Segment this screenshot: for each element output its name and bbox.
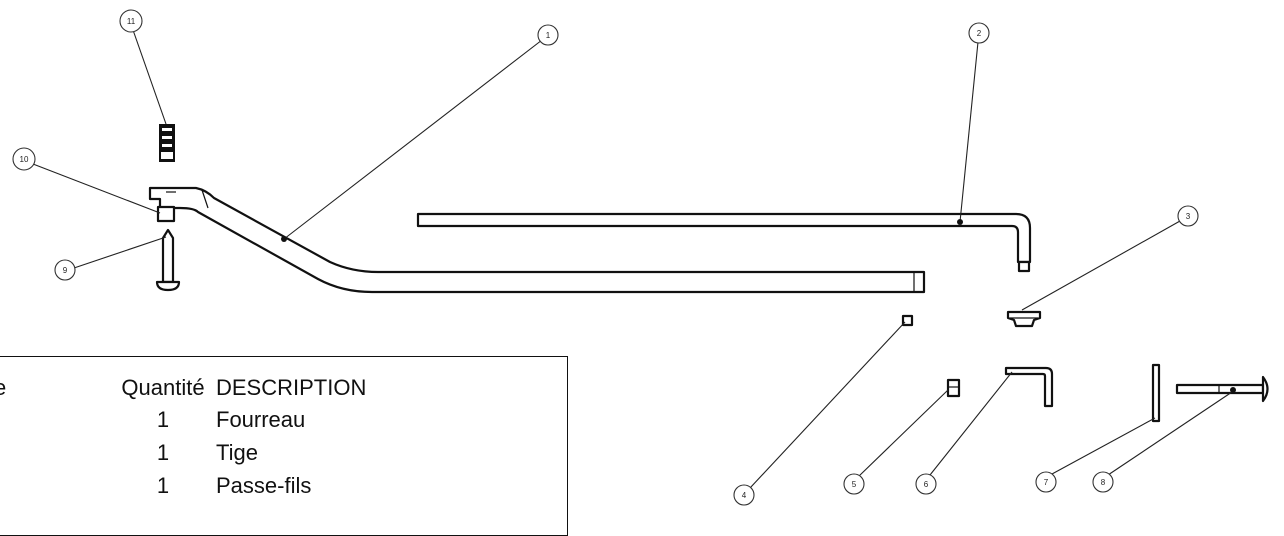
part-7-flat-bar xyxy=(1151,363,1161,423)
part-9-screw xyxy=(155,228,181,292)
callout-6: 6 xyxy=(915,473,937,495)
callout-10: 10 xyxy=(12,147,36,171)
part-3-grommet xyxy=(1006,310,1042,328)
bom-row-quantity: 1 xyxy=(156,440,170,465)
callout-5: 5 xyxy=(843,473,865,495)
bom-header-description: DESCRIPTION xyxy=(216,375,367,400)
bill-of-materials-table: e Quantité DESCRIPTION 1 Fourreau 1 Tige… xyxy=(0,356,568,536)
callout-2: 2 xyxy=(968,22,990,44)
leader-dots xyxy=(281,219,1236,393)
svg-text:4: 4 xyxy=(742,491,747,500)
svg-text:1: 1 xyxy=(546,31,551,40)
bom-row-quantity: 1 xyxy=(156,473,170,498)
svg-text:9: 9 xyxy=(63,266,68,275)
part-11-threaded-bolt xyxy=(159,124,175,162)
part-8-pin xyxy=(1175,375,1269,403)
part-6-l-bracket xyxy=(1004,366,1054,408)
callout-1: 1 xyxy=(537,24,559,46)
svg-text:2: 2 xyxy=(977,29,982,38)
bom-row-description: Tige xyxy=(216,440,258,465)
callout-8: 8 xyxy=(1092,471,1114,493)
bom-header-quantity: Quantité xyxy=(121,375,205,400)
callout-3: 3 xyxy=(1177,205,1199,227)
bom-row-description: Passe-fils xyxy=(216,473,312,498)
callout-11: 11 xyxy=(119,9,143,33)
svg-text:10: 10 xyxy=(20,155,29,164)
part-5-small-sleeve xyxy=(946,378,961,398)
svg-text:8: 8 xyxy=(1101,478,1106,487)
bom-row-quantity: 1 xyxy=(156,407,170,432)
part-4-small-block xyxy=(901,314,914,327)
callout-7: 7 xyxy=(1035,471,1057,493)
bom-header-item: e xyxy=(0,375,7,400)
svg-text:11: 11 xyxy=(127,17,136,26)
callout-9: 9 xyxy=(54,259,76,281)
exploded-parts-diagram: 1 2 3 4 5 6 7 8 9 10 11 xyxy=(12,9,1269,506)
svg-text:5: 5 xyxy=(852,480,857,489)
part-2-rod xyxy=(416,212,1032,273)
part-1-sleeve xyxy=(148,186,926,294)
svg-text:7: 7 xyxy=(1044,478,1049,487)
svg-text:6: 6 xyxy=(924,480,929,489)
callout-4: 4 xyxy=(733,484,755,506)
bom-row-description: Fourreau xyxy=(216,407,306,432)
svg-text:3: 3 xyxy=(1186,212,1191,221)
part-10-block xyxy=(156,205,176,223)
leader-lines xyxy=(32,29,1236,489)
